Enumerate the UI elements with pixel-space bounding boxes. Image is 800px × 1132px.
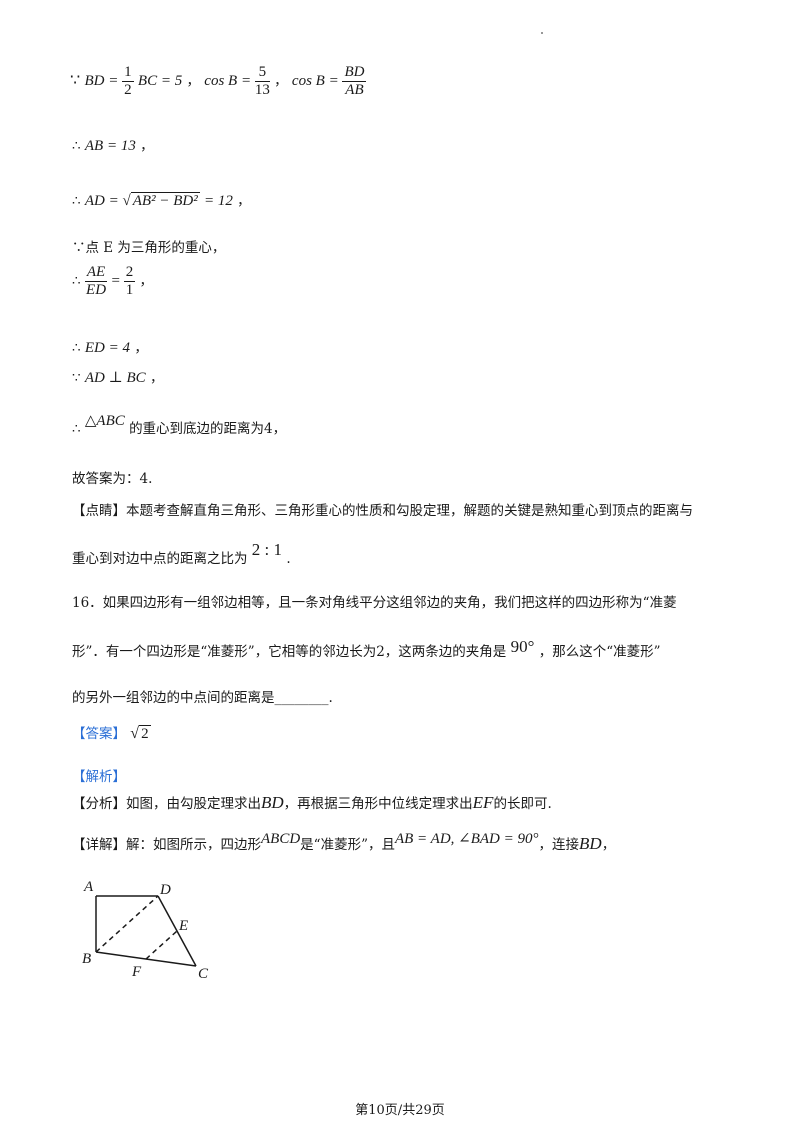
label-b: B xyxy=(82,951,91,967)
ae-ed-fraction: AE ED xyxy=(84,264,108,298)
line-ed-4: ∴ ED = 4 ， xyxy=(72,340,148,356)
edge-dc xyxy=(157,895,197,967)
line-perpendicular: ∵ AD ⊥ BC ， xyxy=(72,370,164,386)
label-d: D xyxy=(159,882,171,898)
eq1-right: BC = 5 xyxy=(137,73,183,89)
cos2-fraction: BD AB xyxy=(342,64,367,98)
answer-block: 【答案】 √2 xyxy=(72,725,151,742)
because-symbol: ∵ xyxy=(70,70,81,89)
ratio: 2 : 1 xyxy=(251,540,283,559)
label-f: F xyxy=(131,964,142,980)
quadrilateral-figure: A D E B F C xyxy=(82,879,209,982)
question-16-line-1: 16．如果四边形有一组邻边相等，且一条对角线平分这组邻边的夹角，我们把这样的四边… xyxy=(72,595,677,611)
page-dot xyxy=(541,32,543,34)
label-c: C xyxy=(198,966,209,982)
eq1-left: BD = xyxy=(84,73,123,89)
analysis-tag: 【解析】 xyxy=(72,769,126,785)
comment-line-1: 【点睛】本题考查解直角三角形、三角形重心的性质和勾股定理，解题的关键是熟知重心到… xyxy=(72,503,693,519)
question-16-line-2: 形”．有一个四边形是“准菱形”，它相等的邻边长为2，这两条边的夹角是 90° ，… xyxy=(72,637,661,660)
comment-line-2: 重心到对边中点的距离之比为 2 : 1 . xyxy=(72,540,291,567)
page-footer: 第10页/共29页 xyxy=(355,1103,445,1118)
cos2-label: cos B = xyxy=(291,73,343,89)
sqrt-expression: AB² − BD² xyxy=(130,192,200,209)
line-ratio: ∴ AE ED = 2 1 ， xyxy=(72,264,154,298)
line-distance: ∴ △ABC 的重心到底边的距离为4， xyxy=(72,413,287,437)
label-e: E xyxy=(178,918,188,934)
answer-value: 2 xyxy=(139,725,151,742)
xiangjie-line: 【详解】解：如图所示，四边形ABCD是“准菱形”，且AB = AD, ∠BAD … xyxy=(72,831,616,853)
question-16-line-3: 的另外一组邻边的中点间的距离是________. xyxy=(72,690,333,706)
label-a: A xyxy=(83,879,94,895)
two-one-fraction: 2 1 xyxy=(123,264,136,298)
eq1-fraction: 1 2 xyxy=(122,64,134,98)
angle-90: 90° xyxy=(510,637,535,656)
ab-equals: AB = 13 xyxy=(84,138,136,154)
answer-line: 故答案为：4. xyxy=(72,471,153,487)
diagonal-bd xyxy=(95,895,159,953)
answer-tag: 【答案】 xyxy=(72,726,126,742)
segment-ef xyxy=(145,930,178,960)
cos1-fraction: 5 13 xyxy=(254,64,270,98)
line-ad-12: ∴ AD = √AB² − BD² = 12 ， xyxy=(72,192,251,209)
line-centroid: ∵点 E 为三角形的重心， xyxy=(72,240,226,256)
fenxi-line: 【分析】如图，由勾股定理求出BD，再根据三角形中位线定理求出EF的长即可. xyxy=(72,793,552,812)
line-ab-13: ∴ AB = 13 ， xyxy=(72,138,154,154)
line-because-bd: ∵ BD = 1 2 BC = 5 ， cos B = 5 13 ， cos B… xyxy=(70,64,367,98)
cos1-label: cos B = xyxy=(204,73,255,89)
